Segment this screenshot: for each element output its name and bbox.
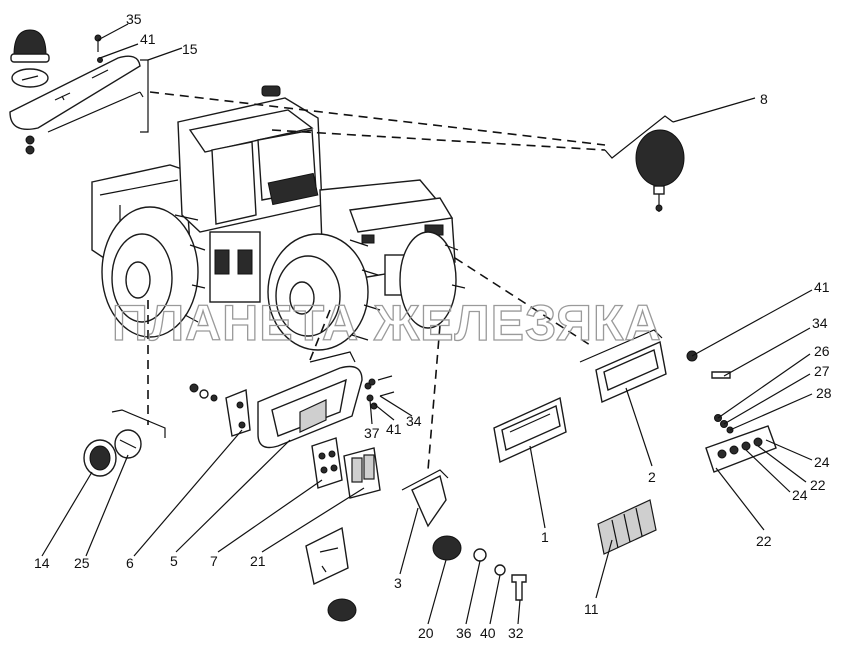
callout-1: 1 (541, 529, 549, 545)
callout-41-top: 41 (140, 31, 156, 47)
lamp-bracket-parts (189, 351, 395, 449)
callout-41-right: 41 (814, 279, 830, 295)
callout-2: 2 (648, 469, 656, 485)
callout-leader-lines (41, 23, 813, 625)
callout-22-lower: 22 (756, 533, 772, 549)
callout-34-center: 34 (406, 413, 422, 429)
callout-24-lower: 24 (792, 487, 808, 503)
beacon-lamp-assembly (9, 29, 149, 155)
callout-40: 40 (480, 625, 496, 641)
work-light-8 (604, 115, 685, 212)
callout-41-center: 41 (386, 421, 402, 437)
rear-combination-lamps-7-21 (311, 437, 381, 499)
callout-27: 27 (814, 363, 830, 379)
callout-35: 35 (126, 11, 142, 27)
callout-32: 32 (508, 625, 524, 641)
callout-14: 14 (34, 555, 50, 571)
callout-3: 3 (394, 575, 402, 591)
tractor-illustration (91, 85, 466, 351)
callout-28: 28 (816, 385, 832, 401)
callout-37: 37 (364, 425, 380, 441)
license-lamp-parts (305, 469, 527, 622)
front-wheel (267, 233, 381, 351)
callout-26: 26 (814, 343, 830, 359)
assembly-guide-lines (147, 91, 606, 471)
callout-15: 15 (182, 41, 198, 57)
callout-25: 25 (74, 555, 90, 571)
callout-20: 20 (418, 625, 434, 641)
callout-8: 8 (760, 91, 768, 107)
watermark-text: ПЛАНЕТА ЖЕЛЕЗЯКА (112, 295, 662, 351)
callout-11: 11 (584, 601, 599, 617)
callout-22-upper: 22 (810, 477, 826, 493)
callout-36: 36 (456, 625, 472, 641)
rear-wheel (101, 206, 206, 338)
callout-numbers: 35 41 15 8 41 34 26 27 28 24 22 24 22 2 … (34, 11, 832, 641)
callout-34-right: 34 (812, 315, 828, 331)
callout-6: 6 (126, 555, 134, 571)
callout-5: 5 (170, 553, 178, 569)
callout-24-upper: 24 (814, 454, 830, 470)
side-lamp-parts (686, 350, 777, 473)
rear-lamp-14-25 (83, 409, 166, 477)
front-lamps-1-2-11 (493, 329, 667, 555)
callout-21: 21 (250, 553, 266, 569)
callout-7: 7 (210, 553, 218, 569)
